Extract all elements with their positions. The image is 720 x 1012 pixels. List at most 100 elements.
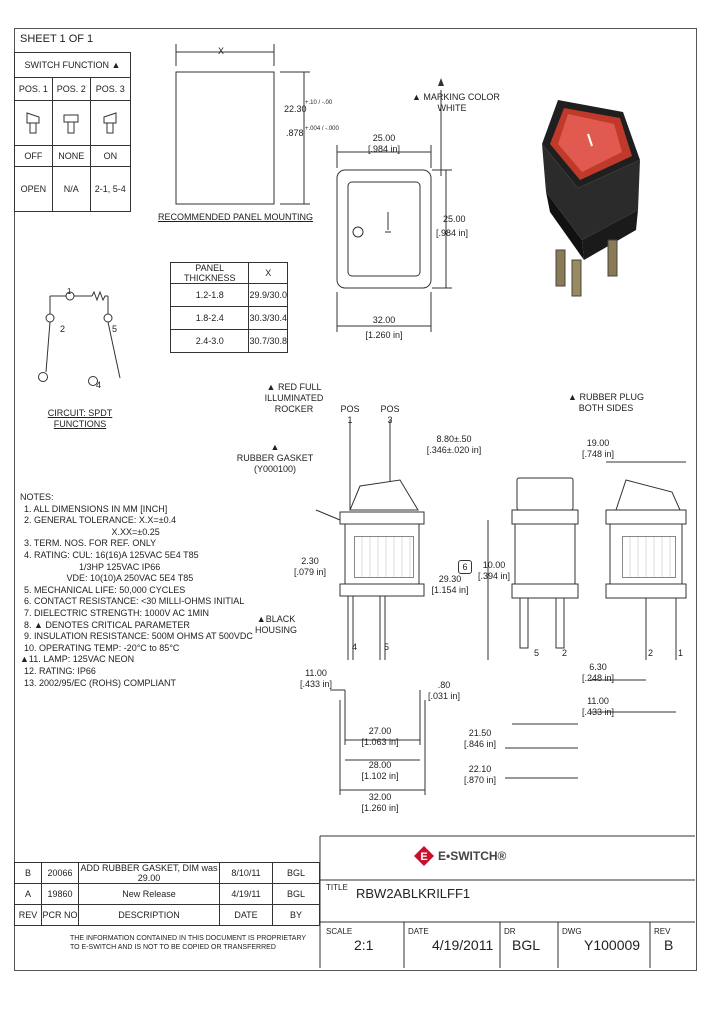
panel-mounting-title: RECOMMENDED PANEL MOUNTING (158, 212, 314, 222)
e-switch-logo-icon: E (414, 846, 434, 866)
rev-cell: New Release (78, 883, 220, 905)
rev-header: DATE (219, 904, 273, 926)
circuit-terminal: 2 (60, 324, 66, 334)
circuit-node-icon (88, 376, 98, 386)
rev-value: B (664, 937, 674, 953)
front-bottom-in: [1.260 in] (365, 330, 403, 340)
rev-cell: 20066 (41, 862, 79, 884)
front-width-in: [.984 in] (367, 144, 401, 154)
circuit-terminal: 1 (67, 287, 72, 296)
table-cell: 2.4-3.0 (169, 329, 250, 353)
note-item: ▲11. LAMP: 125VAC NEON (20, 654, 135, 665)
red-rocker-note: ▲ RED FULL ILLUMINATED ROCKER (264, 382, 324, 414)
notes-block: NOTES: 1. ALL DIMENSIONS IN MM [INCH] 2.… (20, 492, 253, 689)
terminal-label: 2 (562, 648, 568, 658)
note-item: 9. INSULATION RESISTANCE: 500M OHMS AT 5… (24, 631, 253, 642)
table-header: PANEL THICKNESS (169, 262, 250, 284)
state-cell: ON (89, 145, 132, 167)
right-view-rocker (615, 479, 681, 511)
pos3-label: POS 3 (380, 404, 400, 425)
rev-header: REV (14, 904, 42, 926)
circuit-terminal: 4 (96, 380, 102, 390)
panel-height-tol-mm: +.10 / -.00 (305, 100, 333, 106)
rev-header: PCR NO (41, 904, 79, 926)
panel-height-in: .878 (286, 128, 304, 138)
note-item: VDE: 10(10)A 250VAC 5E4 T85 (24, 573, 194, 584)
dim-1000: 10.00 [.394 in] (477, 560, 511, 581)
scale-value: 2:1 (354, 937, 374, 953)
drawn-by-label: DR (504, 927, 516, 936)
black-housing-note: ▲BLACK HOUSING (254, 614, 297, 635)
side-bezel (339, 511, 425, 525)
date-value: 4/19/2011 (432, 937, 494, 953)
rev-cell: B (14, 862, 42, 884)
dwg-value: Y100009 (584, 937, 641, 953)
note-item: 6. CONTACT RESISTANCE: <30 MILLI-OHMS IN… (24, 596, 245, 607)
front-width-mm: 25.00 (372, 133, 396, 143)
note-item: 7. DIELECTRIC STRENGTH: 1000V AC 1MIN (24, 607, 210, 618)
terminal-label: 1 (678, 648, 684, 658)
rev-cell: BGL (272, 862, 320, 884)
rocker-pos1-icon (14, 100, 53, 146)
dim-1100: 11.00 [.433 in] (299, 668, 333, 689)
circuit-node-icon (38, 372, 48, 382)
rev-cell: 19860 (41, 883, 79, 905)
dwg-label: DWG (562, 927, 582, 936)
dim-2800: 28.00 [1.102 in] (361, 760, 399, 781)
dim-2150: 21.50 [.846 in] (463, 728, 497, 749)
svg-text:E: E (420, 851, 427, 863)
table-header: X (248, 262, 288, 284)
note-item: 1/3HP 125VAC IP66 (24, 561, 161, 572)
rev-cell: 8/10/11 (219, 862, 273, 884)
note-item: 5. MECHANICAL LIFE: 50,000 CYCLES (24, 584, 186, 595)
sheet-label: SHEET 1 OF 1 (20, 33, 94, 45)
scale-label: SCALE (326, 927, 353, 936)
note-item: 2. GENERAL TOLERANCE: X.X=±0.4 (24, 515, 177, 526)
dim-880: 8.80±.50 [.346±.020 in] (426, 434, 482, 455)
marking-color-note: ▲ MARKING COLOR WHITE (412, 92, 500, 113)
side-label-plate (354, 536, 414, 578)
note-item: X.XX=±0.25 (24, 526, 160, 537)
rev-header: DESCRIPTION (78, 904, 220, 926)
rocker-pos3-icon (89, 100, 132, 146)
rev-cell: A (14, 883, 42, 905)
dim-2930: 29.30 [1.154 in] (431, 574, 469, 595)
table-cell: 29.9/30.0 (248, 283, 288, 307)
front-height-mm: 25.00 (443, 214, 466, 224)
panel-x-label: X (218, 46, 225, 56)
dim-3200: 32.00 [1.260 in] (361, 792, 399, 813)
note-item: 8. ▲ DENOTES CRITICAL PARAMETER (24, 619, 190, 630)
circuit-terminal: 5 (112, 324, 118, 334)
dim-230: 2.30 [.079 in] (293, 556, 327, 577)
drawing-frame (14, 28, 697, 971)
pos-header: POS. 1 (14, 77, 53, 101)
pos-header: POS. 2 (51, 77, 91, 101)
panel-cutout (175, 71, 275, 205)
right-label-plate (622, 536, 676, 578)
circuit-cell: OPEN (14, 166, 53, 212)
revision-table: B 20066 ADD RUBBER GASKET, DIM was 29.00… (14, 862, 320, 926)
rev-header: BY (272, 904, 320, 926)
dim-1900: 19.00 [.748 in] (581, 438, 615, 459)
proprietary-notice: THE INFORMATION CONTAINED IN THIS DOCUME… (70, 935, 307, 951)
title-label: TITLE (326, 883, 348, 892)
rubber-plug-note: ▲ RUBBER PLUG BOTH SIDES (568, 392, 644, 413)
rev-label: REV (654, 927, 671, 936)
circuit-cell: 2-1, 5-4 (89, 166, 132, 212)
note-item: 12. RATING: IP66 (24, 665, 96, 676)
table-cell: 30.7/30.8 (248, 329, 288, 353)
end-view-cap (516, 477, 574, 511)
note-item: 1. ALL DIMENSIONS IN MM [INCH] (24, 503, 168, 514)
table-cell: 1.8-2.4 (169, 306, 250, 330)
panel-height-tol-in: +.004 / -.000 (305, 126, 339, 132)
table-cell: 30.3/30.4 (248, 306, 288, 330)
state-cell: NONE (51, 145, 91, 167)
front-bottom-mm: 32.00 (372, 315, 396, 325)
dim-1100-right: 11.00 [.433 in] (581, 696, 615, 717)
pos1-label: POS 1 (340, 404, 360, 425)
table-cell: 1.2-1.8 (169, 283, 250, 307)
dim-080: .80 [.031 in] (427, 680, 461, 701)
logo: E E•SWITCH® (414, 846, 506, 866)
panel-height-mm: 22.30 (284, 104, 307, 114)
dim-630: 6.30 [.248 in] (581, 662, 615, 683)
